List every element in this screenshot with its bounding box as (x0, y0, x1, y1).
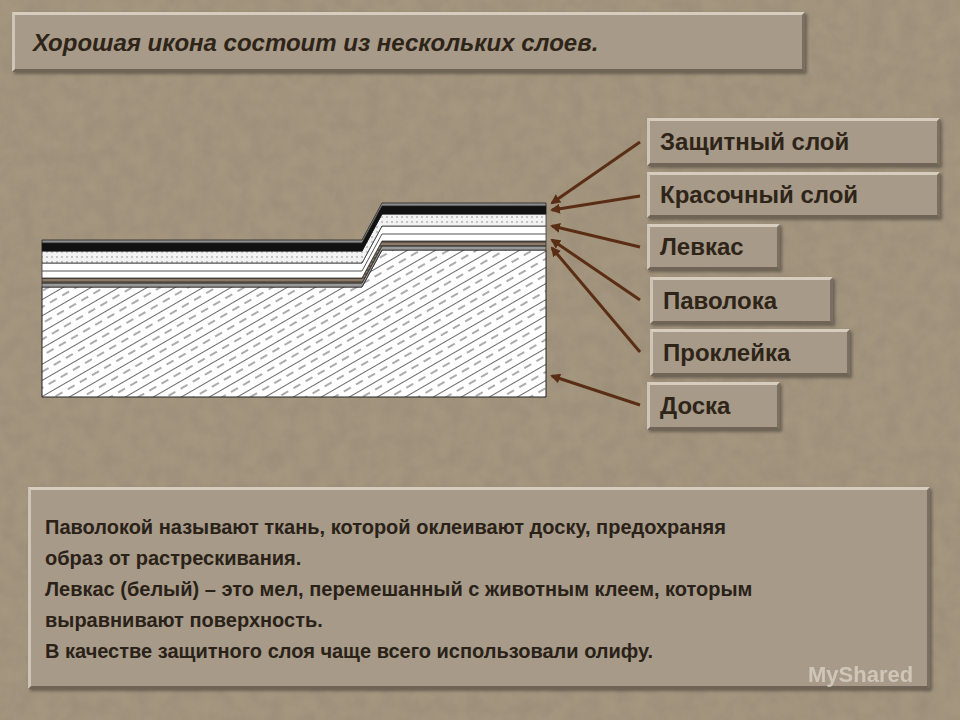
leader-line (552, 376, 640, 405)
note-column: Паволокой называют ткань, которой оклеив… (45, 512, 765, 667)
layer-label-text: Паволока (663, 287, 777, 315)
layer-label-box: Проклейка (650, 329, 850, 376)
note-text: В качестве защитного слоя чаще всего исп… (45, 636, 765, 667)
protective-layer (42, 206, 546, 251)
layer-label-box: Левкас (647, 224, 780, 270)
layer-label-text: Доска (660, 392, 730, 420)
leader-line (552, 196, 640, 210)
layer-label-text: Левкас (660, 233, 744, 261)
leader-line (552, 142, 640, 203)
layer-label-text: Проклейка (663, 339, 790, 367)
note-panel: Паволокой называют ткань, которой оклеив… (28, 487, 930, 689)
paint-layer (42, 214, 546, 263)
watermark: MyShared (808, 662, 913, 688)
layer-label-box: Паволока (650, 277, 833, 324)
leader-line (552, 248, 640, 352)
layer-stack (42, 203, 546, 397)
leader-arrows (552, 142, 640, 405)
note-text: Левкас (белый) – это мел, перемешанный с… (45, 574, 765, 636)
layer-label-box: Доска (647, 382, 780, 430)
note-text: Паволокой называют ткань, которой оклеив… (45, 512, 765, 574)
leader-line (552, 226, 640, 247)
layer-label-box: Красочный слой (647, 172, 940, 218)
layer-label-box: Защитный слой (647, 118, 940, 166)
title-box: Хорошая икона состоит из нескольких слое… (12, 12, 805, 72)
layer-label-text: Защитный слой (660, 128, 849, 156)
title-text: Хорошая икона состоит из нескольких слое… (33, 29, 784, 57)
layer-label-text: Красочный слой (660, 181, 858, 209)
leader-line (552, 240, 640, 300)
top-outline (42, 203, 546, 243)
